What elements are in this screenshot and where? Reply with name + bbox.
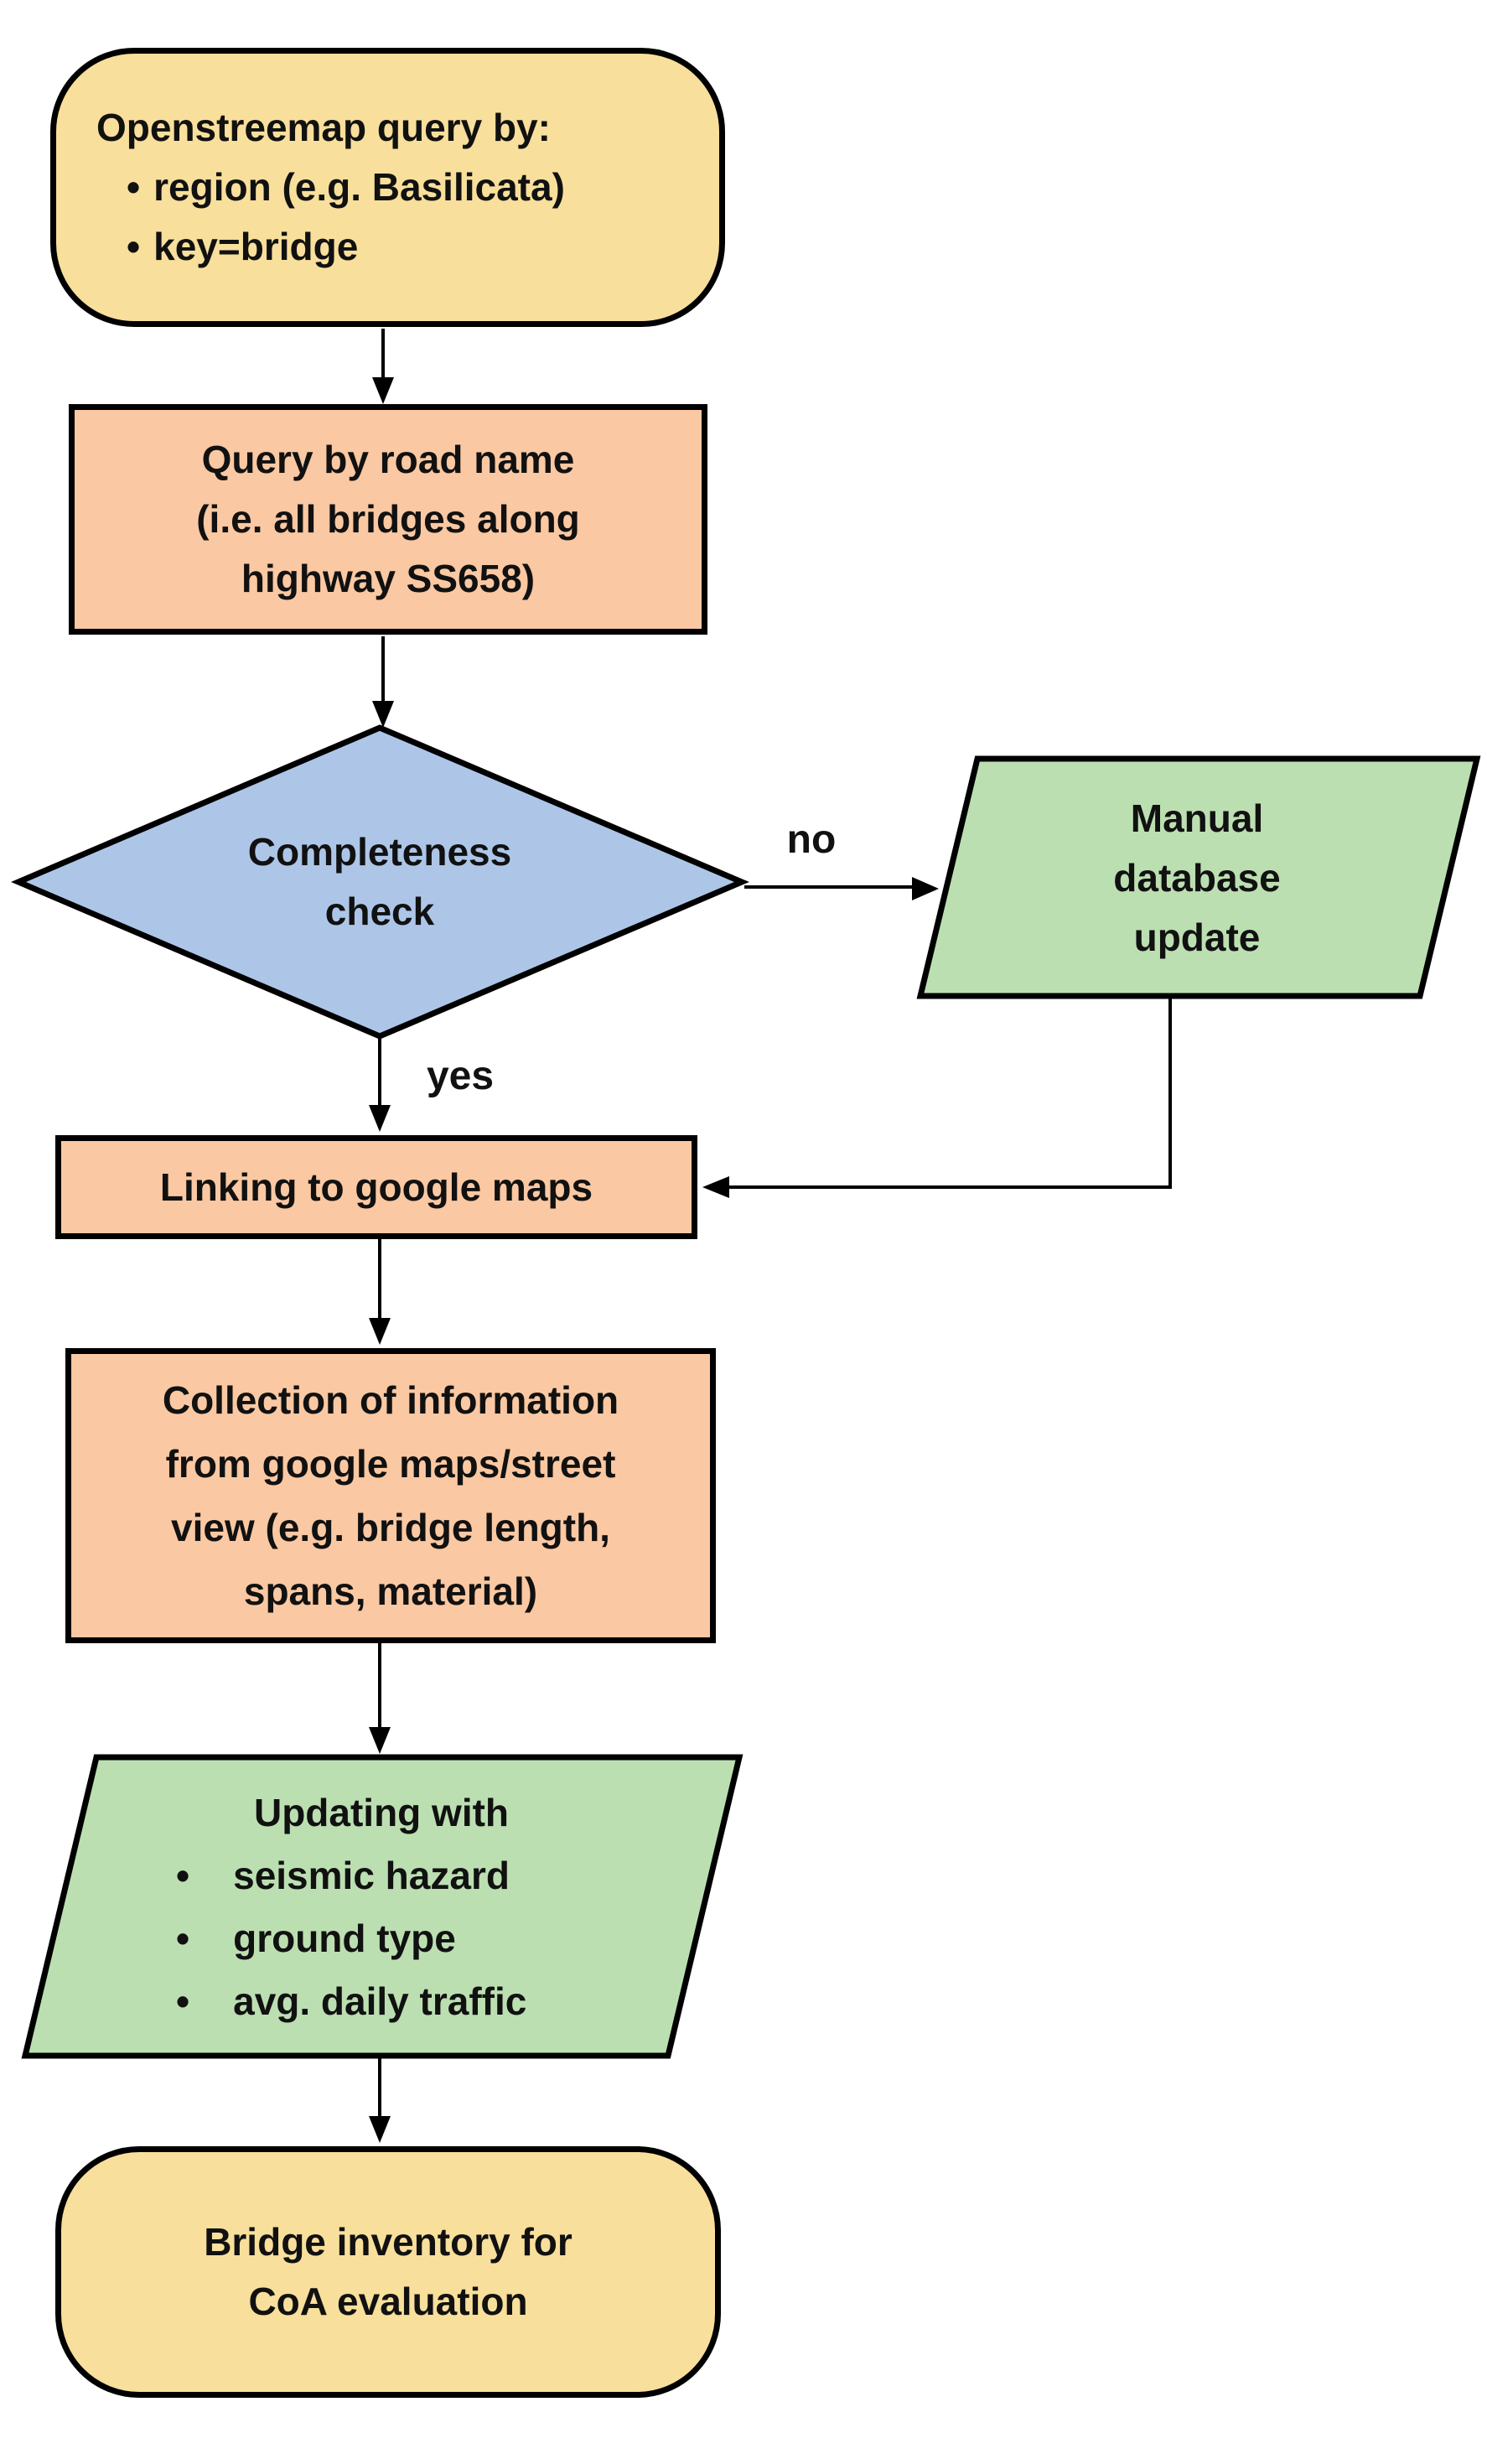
manual-update-parallelogram-shape (916, 755, 1481, 999)
arrowhead-icon (912, 877, 939, 900)
start-node-title: Openstreemap query by: (96, 106, 551, 149)
arrowhead-icon (372, 701, 394, 728)
edge-label-no: no (786, 817, 837, 862)
elbow-manual-to-linking (728, 998, 1172, 1189)
arrowhead-icon (369, 1727, 391, 1754)
edge-label-yes: yes (426, 1054, 495, 1098)
arrowhead-icon (369, 1318, 391, 1345)
arrowhead-icon (369, 1105, 391, 1132)
linking-node-text: Linking to google maps (159, 1165, 593, 1209)
updating-node-bullets: seismic hazardground typeavg. daily traf… (126, 1844, 637, 2033)
updating-node-title: Updating with (253, 1791, 510, 1834)
arrowhead-icon (702, 1176, 729, 1198)
data-node-updating-with: Updating with seismic hazardground typea… (126, 1777, 637, 2037)
start-node-bullets: region (e.g. Basilicata)key=bridge (96, 158, 719, 277)
process-node-linking-google-maps: Linking to google maps (55, 1135, 697, 1239)
process-node-text: Query by road name(i.e. all bridges alon… (196, 438, 580, 600)
arrowhead-icon (369, 2116, 391, 2143)
start-node-openstreetmap-query: Openstreemap query by: region (e.g. Basi… (50, 48, 725, 327)
decision-diamond-shape (11, 724, 749, 1040)
arrowhead-icon (372, 377, 394, 404)
process-node-query-road-name: Query by road name(i.e. all bridges alon… (69, 404, 707, 635)
